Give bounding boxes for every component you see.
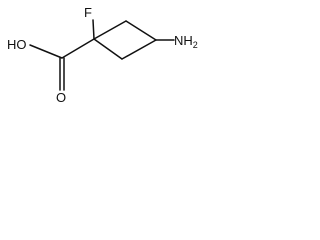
carboxyl-hydroxyl-bond xyxy=(29,44,63,59)
ring-bond-left xyxy=(93,38,123,60)
carbon-carboxyl-bond xyxy=(61,38,95,59)
carbon-fluorine-bond xyxy=(92,19,95,40)
molecule-structure-diagram: F HO NH2 O xyxy=(7,5,198,105)
hydroxyl-label: HO xyxy=(7,37,27,52)
ring-bond-top xyxy=(93,20,127,40)
ring-bond-right xyxy=(125,20,157,41)
ring-bond-bottom xyxy=(121,39,157,60)
amine-label: NH2 xyxy=(174,33,198,50)
carbonyl-oxygen-label: O xyxy=(56,90,66,105)
fluorine-label: F xyxy=(84,5,92,20)
amine-main-label: NH xyxy=(174,33,193,48)
amine-subscript-label: 2 xyxy=(193,40,198,50)
